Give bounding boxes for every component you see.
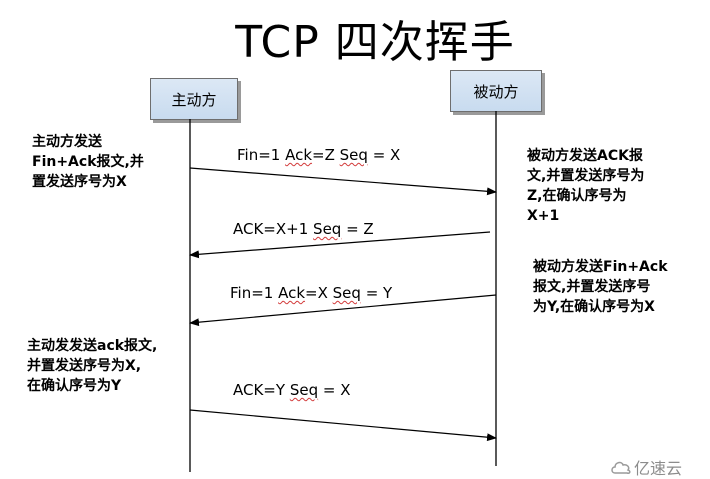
cloud-logo-icon <box>611 461 631 474</box>
message-label-4: ACK=Y Seq = X <box>233 381 351 399</box>
actor-active-label: 主动方 <box>171 90 217 109</box>
watermark-text: 亿速云 <box>634 459 683 478</box>
actor-active-box: 主动方 <box>150 78 238 120</box>
actor-passive-label: 被动方 <box>473 82 519 101</box>
message-arrow-4 <box>189 409 497 442</box>
message-arrow-3 <box>189 294 497 327</box>
watermark: 亿速云 <box>610 455 682 479</box>
message-label-2: ACK=X+1 Seq = Z <box>233 220 374 238</box>
note-active-ack: 主动发发送ack报文, 并置发送序号为X, 在确认序号为Y <box>27 338 158 394</box>
diagram-title: TCP 四次挥手 <box>235 17 515 68</box>
message-arrow-2 <box>189 231 491 259</box>
message-arrow-1 <box>189 167 497 196</box>
note-passive-ack: 被动方发送ACK报 文,并置发送序号为 Z,在确认序号为 X+1 <box>527 148 645 224</box>
message-label-3: Fin=1 Ack=X Seq = Y <box>230 284 393 302</box>
note-active-fin: 主动方发送 Fin+Ack报文,并 置发送序号为X <box>32 134 144 190</box>
note-passive-fin: 被动方发送Fin+Ack 报文,并置发送序号 为Y,在确认序号为X <box>533 259 668 315</box>
message-label-1: Fin=1 Ack=Z Seq = X <box>237 146 401 164</box>
